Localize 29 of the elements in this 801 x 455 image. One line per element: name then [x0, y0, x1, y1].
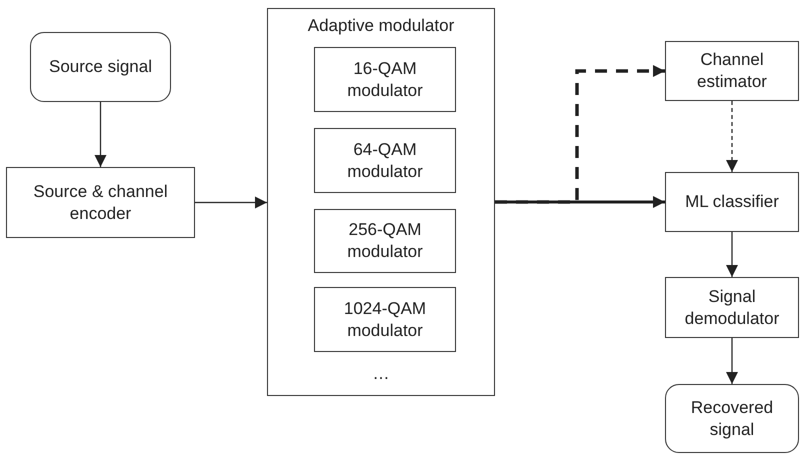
process-box: [314, 287, 456, 352]
node-label: Source & channel encoder: [32, 180, 169, 224]
node-label: 64-QAM modulator: [346, 138, 424, 182]
ellipsis-text: …: [372, 363, 390, 385]
node-label: ML classifier: [684, 191, 780, 213]
process-box: [665, 41, 799, 101]
node-label: Source signal: [48, 56, 153, 78]
dashed-arrow: [495, 65, 665, 204]
terminal-box: [665, 384, 799, 453]
dashed-arrow: [726, 101, 738, 172]
arrow: [726, 338, 738, 384]
node-label: 16-QAM modulator: [346, 58, 424, 102]
terminal-box: [30, 32, 171, 102]
group-box: [267, 8, 495, 396]
arrow: [94, 102, 106, 167]
process-box: [314, 47, 456, 112]
process-box: [314, 128, 456, 193]
node-label: Signal demodulator: [684, 286, 780, 330]
process-box: [665, 277, 799, 338]
node-label: 256-QAM modulator: [346, 219, 424, 263]
arrow: [195, 196, 267, 208]
group-title: Adaptive modulator: [306, 15, 456, 37]
node-label: 1024-QAM modulator: [342, 298, 428, 342]
process-box: [6, 167, 195, 238]
node-label: Channel estimator: [696, 49, 768, 93]
process-box: [314, 209, 456, 273]
node-label: Recovered signal: [690, 396, 774, 440]
process-box: [665, 172, 799, 232]
arrow: [726, 232, 738, 277]
